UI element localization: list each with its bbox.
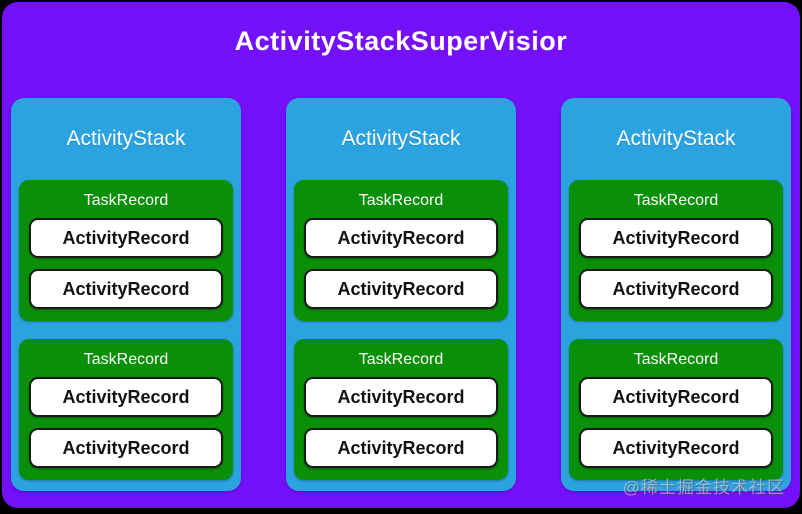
task-record-label: TaskRecord [83,351,169,368]
diagram-canvas: ActivityStackSuperVisior ActivityStack T… [2,2,800,508]
activity-record-box: ActivityRecord [304,218,498,258]
record-list: ActivityRecord ActivityRecord [304,377,498,468]
task-record-group: TaskRecord ActivityRecord ActivityRecord [569,180,783,321]
activity-record-box: ActivityRecord [579,377,773,417]
task-list: TaskRecord ActivityRecord ActivityRecord… [569,180,783,480]
record-list: ActivityRecord ActivityRecord [29,377,223,468]
task-record-group: TaskRecord ActivityRecord ActivityRecord [19,339,233,480]
activity-stack-label: ActivityStack [341,127,461,150]
activity-record-box: ActivityRecord [29,218,223,258]
activity-record-box: ActivityRecord [579,218,773,258]
activity-stack-label: ActivityStack [616,127,736,150]
diagram-title: ActivityStackSuperVisior [234,25,568,56]
activity-stack-label: ActivityStack [66,127,186,150]
stacks-row: ActivityStack TaskRecord ActivityRecord … [2,98,800,491]
activity-record-box: ActivityRecord [29,428,223,468]
title-band: ActivityStackSuperVisior [2,2,800,98]
task-record-group: TaskRecord ActivityRecord ActivityRecord [569,339,783,480]
task-record-label: TaskRecord [633,351,719,368]
task-record-group: TaskRecord ActivityRecord ActivityRecord [19,180,233,321]
task-record-group: TaskRecord ActivityRecord ActivityRecord [294,339,508,480]
activity-record-box: ActivityRecord [29,377,223,417]
record-list: ActivityRecord ActivityRecord [29,218,223,309]
record-list: ActivityRecord ActivityRecord [579,377,773,468]
task-record-label: TaskRecord [83,192,169,209]
task-record-label: TaskRecord [633,192,719,209]
activity-record-box: ActivityRecord [579,269,773,309]
record-list: ActivityRecord ActivityRecord [304,218,498,309]
record-list: ActivityRecord ActivityRecord [579,218,773,309]
activity-record-box: ActivityRecord [579,428,773,468]
task-record-label: TaskRecord [358,192,444,209]
task-list: TaskRecord ActivityRecord ActivityRecord… [294,180,508,480]
activity-stack-panel: ActivityStack TaskRecord ActivityRecord … [286,98,516,491]
activity-record-box: ActivityRecord [29,269,223,309]
task-record-group: TaskRecord ActivityRecord ActivityRecord [294,180,508,321]
activity-stack-panel: ActivityStack TaskRecord ActivityRecord … [561,98,791,491]
activity-record-box: ActivityRecord [304,428,498,468]
activity-record-box: ActivityRecord [304,269,498,309]
activity-stack-panel: ActivityStack TaskRecord ActivityRecord … [11,98,241,491]
task-list: TaskRecord ActivityRecord ActivityRecord… [19,180,233,480]
task-record-label: TaskRecord [358,351,444,368]
activity-record-box: ActivityRecord [304,377,498,417]
